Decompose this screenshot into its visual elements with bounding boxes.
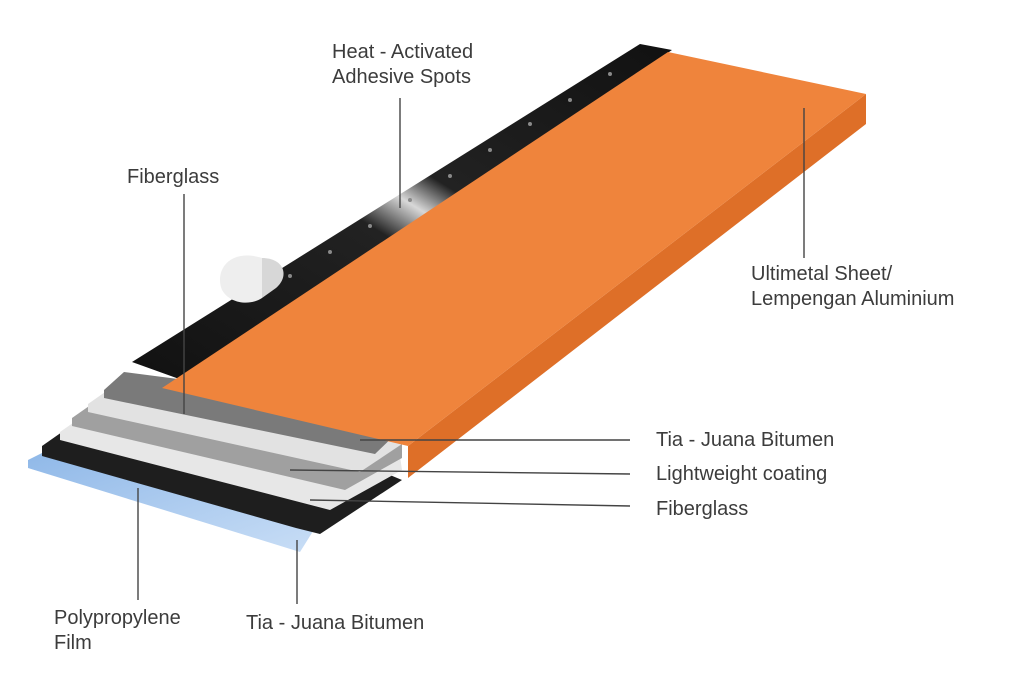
label-heat-line-2: Adhesive Spots — [332, 66, 471, 88]
label-ultimetal-sheet: Ultimetal Sheet/ Lempengan Aluminium — [751, 262, 954, 312]
label-heat-activated-adhesive-spots: Heat - Activated Adhesive Spots — [332, 40, 473, 90]
label-fiberglass-top: Fiberglass — [127, 166, 220, 188]
label-heat-line-1: Heat - Activated — [332, 41, 474, 63]
adhesive-strip — [132, 44, 672, 380]
leader-lightweight-coating — [289, 469, 631, 475]
polypropylene-film-layer — [28, 450, 320, 552]
aluminium-sheet-side — [408, 94, 866, 478]
aluminium-sheet — [162, 52, 866, 446]
top-bitumen-layer — [104, 372, 402, 454]
label-fiberglass-right: Fiberglass — [656, 498, 749, 520]
label-polypropylene-line-2: Film — [54, 632, 92, 654]
release-liner-curl — [219, 255, 284, 303]
label-polypropylene-film: Polypropylene Film — [54, 606, 181, 656]
label-lightweight-coating: Lightweight coating — [656, 463, 828, 485]
label-polypropylene-line-1: Polypropylene — [54, 607, 181, 629]
leader-fiberglass-right — [309, 499, 631, 507]
label-bitumen-bottom: Tia - Juana Bitumen — [246, 612, 425, 634]
adhesive-spots — [248, 72, 612, 302]
label-bitumen-top: Tia - Juana Bitumen — [656, 429, 835, 451]
label-aluminium-line-1: Ultimetal Sheet/ — [751, 263, 893, 285]
leader-lines — [137, 98, 805, 604]
label-aluminium-line-2: Lempengan Aluminium — [751, 288, 955, 310]
